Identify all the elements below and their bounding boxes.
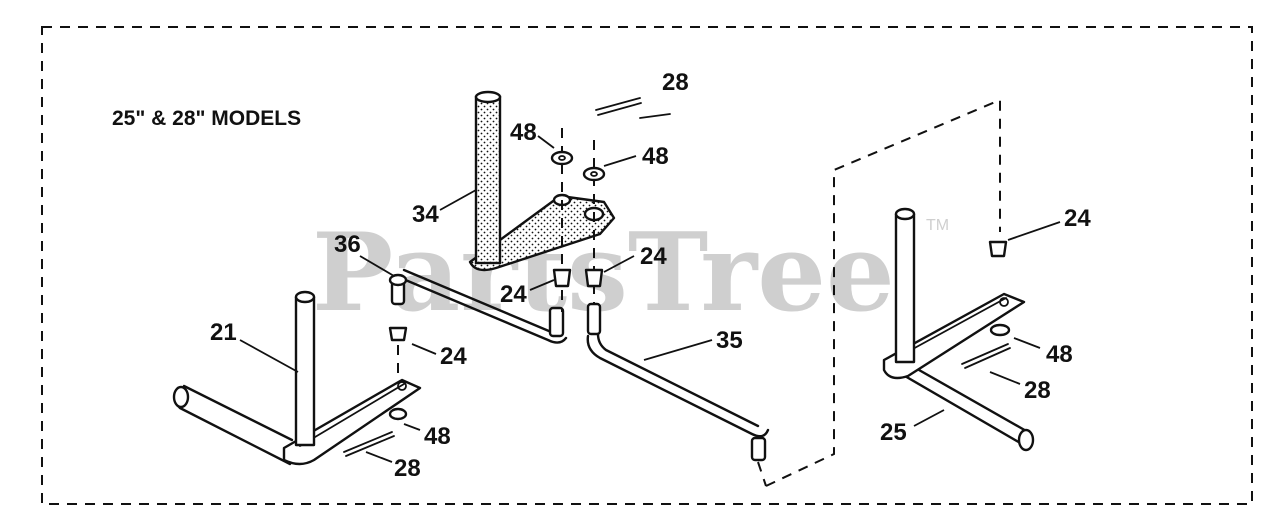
part-21-left-bracket <box>172 290 422 466</box>
callout-36: 36 <box>334 231 361 258</box>
callout-35: 35 <box>716 327 743 354</box>
callout-24-center-left: 24 <box>500 281 527 308</box>
leader-lines <box>239 135 1061 463</box>
dashed-frame <box>41 26 1253 505</box>
watermark-trademark: TM <box>926 217 949 234</box>
top-hardware <box>550 97 671 312</box>
callout-48-left: 48 <box>424 423 451 450</box>
part-24-left-spacer <box>388 326 408 378</box>
callout-48-right: 48 <box>1046 341 1073 368</box>
callout-48-top-right: 48 <box>642 143 669 170</box>
models-title: 25" & 28" MODELS <box>112 107 301 130</box>
callout-24-right: 24 <box>1064 205 1091 232</box>
part-25-right-bracket <box>882 207 1035 452</box>
callout-28-right: 28 <box>1024 377 1051 404</box>
callout-48-top-left: 48 <box>510 119 537 146</box>
callout-28-top: 28 <box>662 69 689 96</box>
callout-24-left: 24 <box>440 343 467 370</box>
part-35-tie-rod <box>586 302 770 487</box>
callout-24-center-right: 24 <box>640 243 667 270</box>
part-36-tie-rod <box>388 268 568 344</box>
callout-34: 34 <box>412 201 439 228</box>
assembly-dashed-path <box>765 98 1001 487</box>
callout-21: 21 <box>210 319 237 346</box>
part-34-steering-post <box>468 90 616 272</box>
callout-25: 25 <box>880 419 907 446</box>
callout-28-left: 28 <box>394 455 421 482</box>
